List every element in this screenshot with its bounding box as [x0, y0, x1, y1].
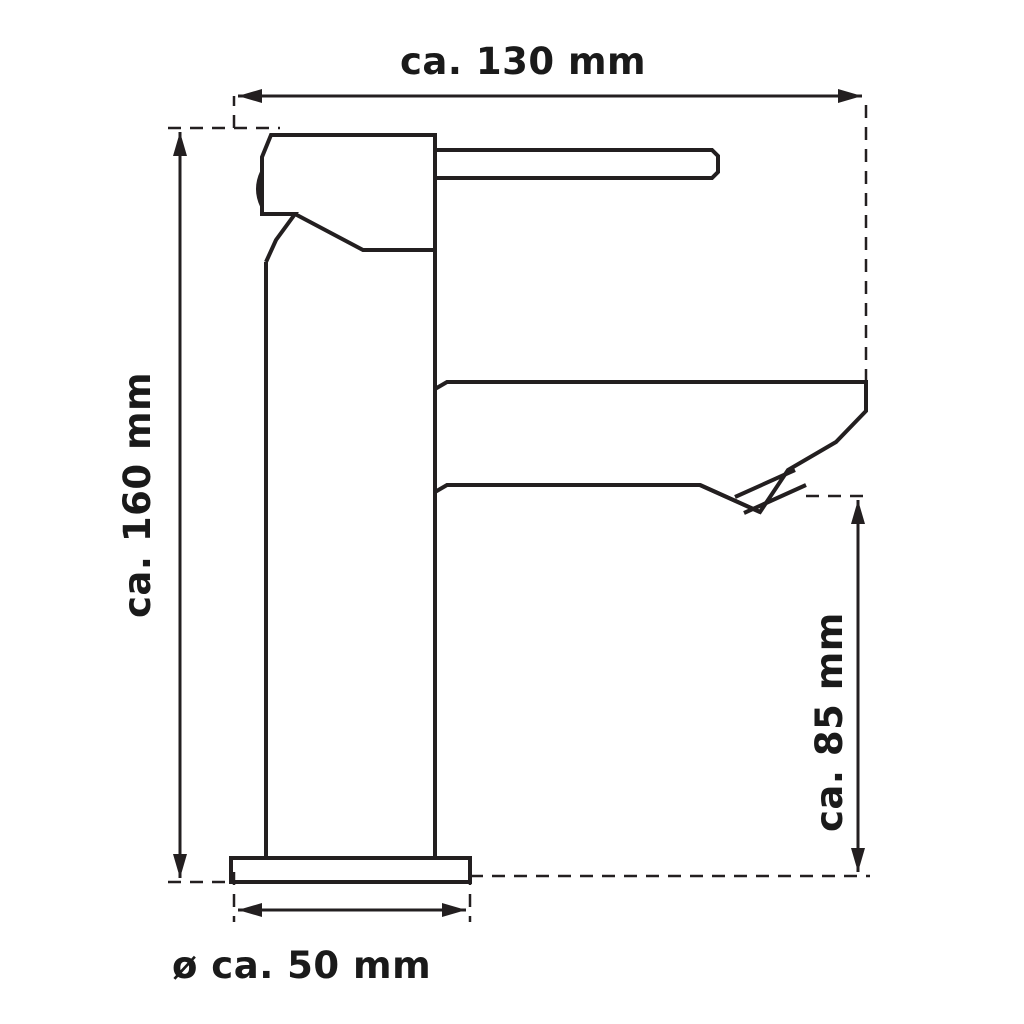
housing-left-bulge	[256, 171, 264, 207]
aerator-edge-2	[743, 483, 807, 515]
spout-height-dimension-label: ca. 85 mm	[808, 612, 851, 832]
cartridge-housing	[260, 133, 437, 263]
aerator-edge-1	[734, 468, 796, 499]
base-plate	[229, 856, 472, 884]
height-dimension-label: ca. 160 mm	[116, 371, 159, 618]
lever-handle	[435, 148, 720, 180]
base-diameter-dimension-label: ø ca. 50 mm	[172, 944, 432, 987]
diameter-dimension-line	[238, 903, 466, 917]
handle-underside	[294, 212, 435, 252]
extension-lines	[168, 96, 870, 922]
width-dimension-line	[238, 89, 862, 103]
width-dimension-label: ca. 130 mm	[400, 40, 647, 83]
spout-tip-underside	[699, 483, 761, 514]
faucet-outline	[229, 133, 868, 884]
spout-body	[433, 380, 868, 515]
dimension-lines	[168, 89, 870, 922]
height-dimension-line	[173, 132, 187, 878]
spout-height-dimension-line	[851, 500, 865, 872]
